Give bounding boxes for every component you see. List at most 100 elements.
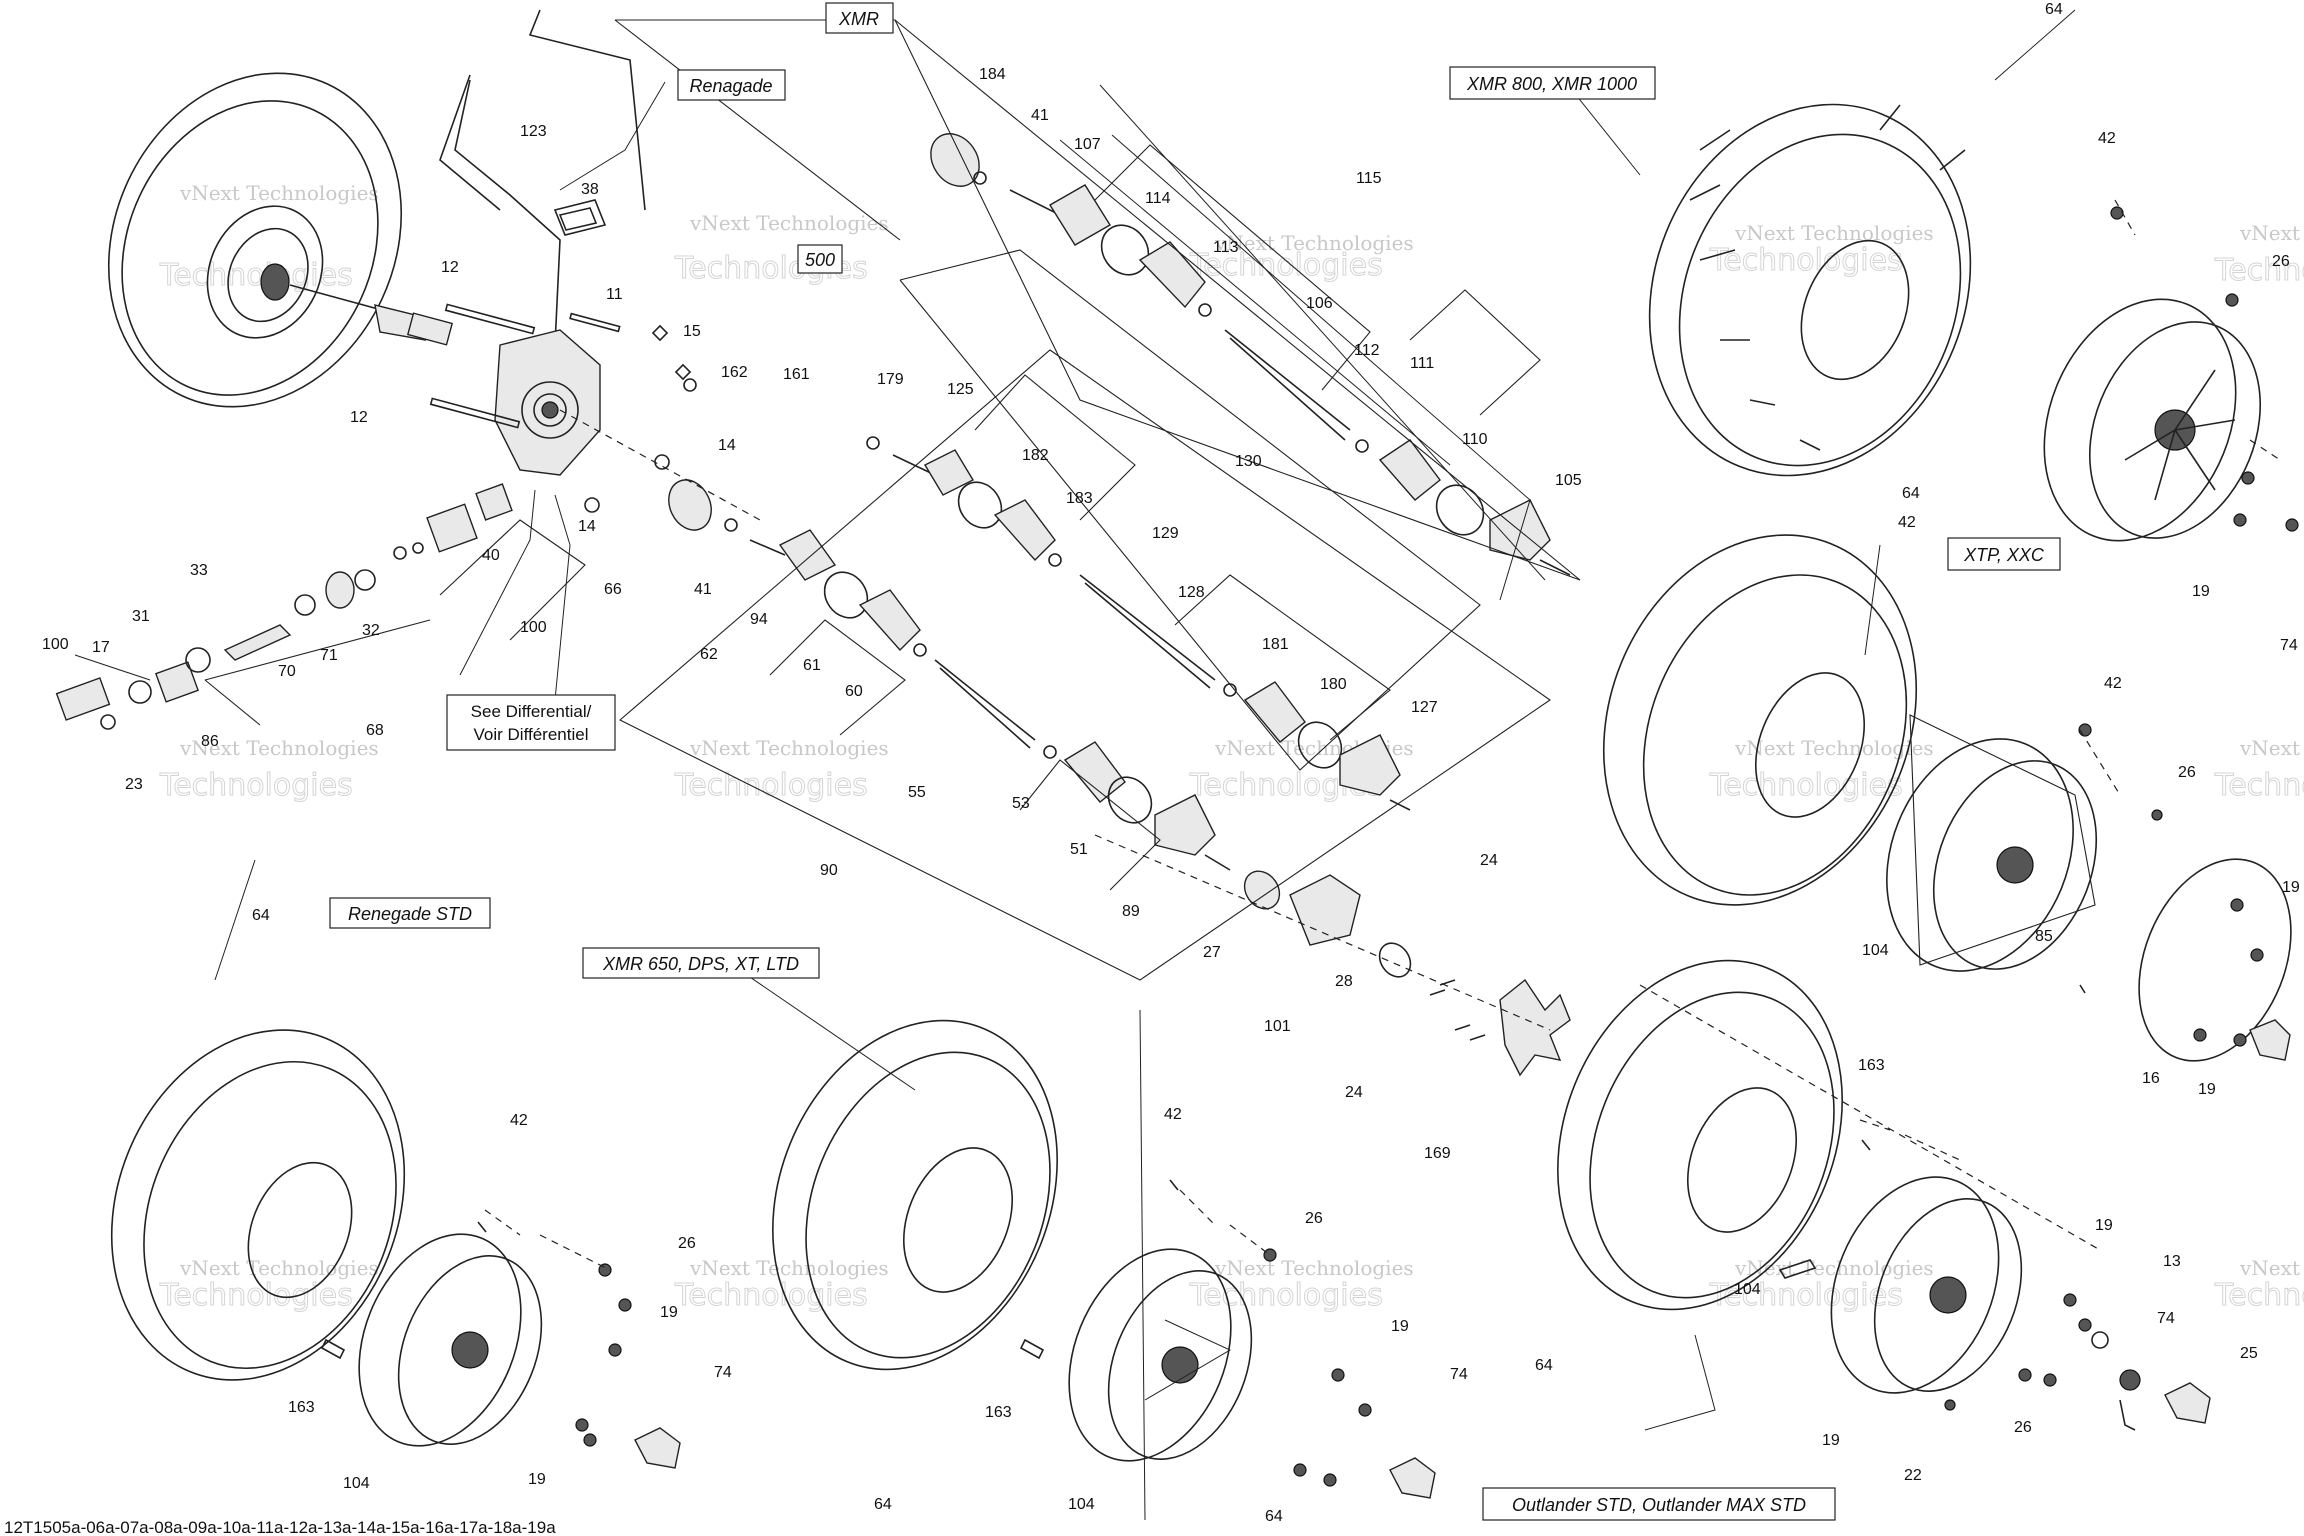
part-number: 115: [1356, 170, 1382, 187]
part-number: 100: [520, 619, 547, 636]
watermark: vNext Technologies: [1214, 1256, 1414, 1280]
part-number: 14: [718, 437, 736, 454]
part-number: 125: [947, 381, 974, 398]
part-number: 111: [1410, 355, 1434, 372]
watermark: vNext Technologies: [1734, 221, 1934, 245]
part-number: 104: [1068, 1496, 1095, 1513]
watermark: Technologies: [1189, 248, 1383, 283]
watermark: vNext Technologies: [179, 1256, 379, 1280]
part-number: 163: [288, 1399, 315, 1416]
part-number: 42: [2104, 675, 2122, 692]
model-tag-500: 500: [805, 250, 835, 270]
part-number: 100: [42, 636, 69, 653]
part-number: 19: [2282, 879, 2300, 896]
part-number: 114: [1145, 190, 1171, 207]
part-number: 70: [278, 663, 296, 680]
part-number: 128: [1178, 584, 1205, 601]
part-number: 32: [362, 622, 380, 639]
part-number: 61: [803, 657, 821, 674]
part-number: 19: [2192, 583, 2210, 600]
model-tags: Renagade XMR 500 XMR 800, XMR 1000 XTP, …: [329, 2, 2061, 1521]
part-number: 19: [2095, 1217, 2113, 1234]
part-number: 23: [125, 776, 143, 793]
part-number: 163: [985, 1404, 1012, 1421]
xmr-axle: [930, 133, 1571, 576]
watermark: Technologies: [1709, 1278, 1903, 1313]
part-number: 55: [908, 784, 926, 801]
part-number: 53: [1012, 795, 1030, 812]
model-tag-renagade: Renagade: [689, 76, 772, 96]
part-number: 51: [1070, 841, 1088, 858]
part-number: 14: [578, 518, 596, 535]
tire-renegade-std: [110, 1029, 406, 1381]
part-number: 60: [845, 683, 863, 700]
part-number: 129: [1152, 525, 1179, 542]
part-number: 33: [190, 562, 208, 579]
watermark: Technologies: [2214, 1278, 2304, 1313]
brake-lines: [439, 9, 646, 346]
hardware: [320, 206, 2299, 1499]
model-tag-xmr-800-1000: XMR 800, XMR 1000: [1466, 74, 1637, 94]
watermark: Technologies: [674, 768, 868, 803]
part-number: 127: [1411, 699, 1438, 716]
part-number: 107: [1074, 136, 1101, 153]
part-number: 74: [2280, 637, 2298, 654]
model-tag-xtp-xxc: XTP, XXC: [1963, 545, 2045, 565]
watermark: Technologies: [2214, 253, 2304, 288]
part-number: 86: [201, 733, 219, 750]
watermark: vNext Technologies: [1734, 736, 1934, 760]
part-number: 19: [660, 1304, 678, 1321]
part-number: 13: [2163, 1253, 2181, 1270]
part-number: 112: [1354, 342, 1380, 359]
part-number: 181: [1262, 636, 1289, 653]
watermark: Technologies: [159, 1278, 353, 1313]
watermark: Technologies: [1709, 243, 1903, 278]
part-number: 183: [1066, 490, 1093, 507]
part-number: 42: [1164, 1106, 1182, 1123]
differential-housing: [494, 329, 601, 476]
differential-note: See Differential/: [471, 702, 592, 721]
part-number: 19: [2198, 1081, 2216, 1098]
watermark: Technologies: [159, 258, 353, 293]
part-number: 42: [510, 1112, 528, 1129]
model-tag-xmr: XMR: [838, 9, 879, 29]
part-number: 64: [2045, 1, 2063, 18]
part-number: 74: [1450, 1366, 1468, 1383]
watermark: vNext Technologies: [2239, 1256, 2304, 1280]
part-number: 64: [1902, 485, 1920, 502]
part-number: 26: [2014, 1419, 2032, 1436]
part-number: 26: [1305, 1210, 1323, 1227]
part-number: 12: [441, 259, 459, 276]
wheel-renegade-std: [358, 1233, 543, 1447]
watermark: vNext Technologies: [689, 211, 889, 235]
differential-note: Voir Différentiel: [474, 725, 589, 744]
part-number: 90: [820, 862, 838, 879]
part-number: 19: [1822, 1432, 1840, 1449]
part-number: 64: [874, 1496, 892, 1513]
part-number: 64: [1265, 1508, 1283, 1525]
part-number: 64: [252, 907, 270, 924]
part-number: 104: [1734, 1281, 1761, 1298]
part-number: 162: [721, 364, 748, 381]
tire-xmr650: [772, 1019, 1058, 1371]
wheel-xtp: [1886, 738, 2292, 1062]
model-tag-renegade-std: Renegade STD: [348, 904, 472, 924]
part-number: 184: [979, 66, 1006, 83]
watermark: vNext Technologies: [2239, 736, 2304, 760]
top-left-tire-wheel: [107, 72, 403, 408]
wheel-xmr650: [1068, 1248, 1253, 1462]
part-number: 106: [1306, 295, 1333, 312]
part-number: 130: [1235, 453, 1262, 470]
part-number: 41: [694, 581, 712, 598]
part-number: 169: [1424, 1145, 1451, 1162]
tire-outlander-std: [1557, 959, 1843, 1311]
watermark: vNext Technologies: [2239, 221, 2304, 245]
part-number: 104: [1862, 942, 1889, 959]
part-number: 110: [1462, 431, 1488, 448]
watermark: vNext Technologies: [1214, 231, 1414, 255]
part-number: 42: [1898, 514, 1916, 531]
watermark: vNext Technologies: [689, 1256, 889, 1280]
cv-axle-top-left: [289, 284, 454, 346]
part-number: 62: [700, 646, 718, 663]
